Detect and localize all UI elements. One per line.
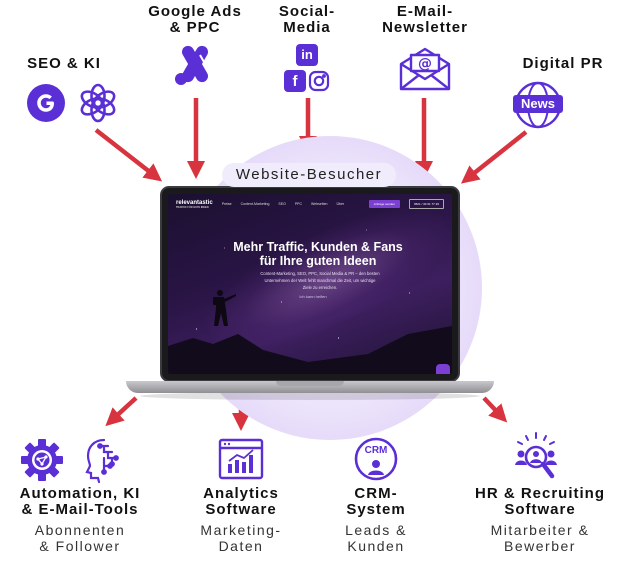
- label-social-line1: Social-: [278, 3, 336, 20]
- label-digital-pr: Digital PR: [522, 55, 604, 72]
- label-analytics-line2: Software: [205, 501, 277, 518]
- arrow-hr: [482, 396, 508, 423]
- screen-nav-seo[interactable]: SEO: [278, 202, 286, 206]
- label-crm-line1: CRM-: [354, 485, 398, 502]
- screen-cta-button[interactable]: Anfrage senden: [368, 200, 400, 208]
- screen-brand-tagline: TRAFFIC FÜR GUTE IDEEN: [176, 205, 209, 209]
- arrow-seo: [94, 128, 163, 182]
- crm-user-icon: CRM: [354, 437, 398, 481]
- google-ads-icon: [172, 42, 218, 88]
- laptop-screen: relevantastic TRAFFIC FÜR GUTE IDEEN Pre…: [168, 194, 452, 374]
- analytics-chart-icon: [218, 438, 264, 480]
- label-email-line2: Newsletter: [382, 19, 468, 36]
- label-hr-line1: HR & Recruiting: [474, 485, 605, 502]
- screen-nav-ueber[interactable]: Über: [336, 202, 345, 206]
- screen-subtext-line1: Content-Marketing, SEO, PPC, Social Medi…: [260, 271, 380, 276]
- sub-analytics-line1: Marketing-: [200, 522, 282, 538]
- google-g-icon: [26, 83, 66, 123]
- sub-analytics-line2: Daten: [218, 538, 264, 554]
- hiker-silhouette: [213, 290, 236, 326]
- screen-brand[interactable]: relevantastic TRAFFIC FÜR GUTE IDEEN: [176, 200, 213, 209]
- label-google-ads-line1: Google Ads: [148, 3, 242, 20]
- screen-headline-line2: für Ihre guten Ideen: [259, 254, 377, 268]
- screen-brand-name: relevantastic: [176, 199, 213, 206]
- label-automation-line2: & E-Mail-Tools: [21, 501, 139, 518]
- screen-nav-content[interactable]: Content-Marketing: [240, 202, 270, 206]
- screen-nav-ppc[interactable]: PPC: [294, 202, 303, 206]
- label-hr: HR & Recruiting Software: [460, 486, 620, 518]
- sub-crm-line2: Kunden: [347, 538, 405, 554]
- ai-head-icon: [82, 436, 126, 484]
- chat-bubble-icon[interactable]: [436, 364, 450, 374]
- laptop-base: [126, 381, 494, 393]
- label-analytics: Analytics Software: [186, 486, 296, 518]
- label-crm-line2: System: [346, 501, 406, 518]
- sub-hr: Mitarbeiter & Bewerber: [470, 522, 610, 554]
- sub-hr-line2: Bewerber: [504, 538, 576, 554]
- facebook-glyph: f: [292, 73, 298, 90]
- label-seo-ki: SEO & KI: [27, 55, 101, 72]
- label-social-line2: Media: [283, 19, 331, 36]
- label-social-media: Social- Media: [262, 4, 352, 36]
- crm-badge-text: CRM: [364, 445, 388, 456]
- screen-subtext-line3: Ziele zu erreichen.: [302, 285, 338, 290]
- linkedin-glyph: in: [301, 47, 313, 62]
- label-crm: CRM- System: [330, 486, 422, 518]
- openai-icon: [76, 81, 120, 125]
- screen-mountain: [168, 326, 452, 374]
- news-label: News: [521, 96, 555, 111]
- arrow-pr: [460, 130, 528, 184]
- sub-automation-line1: Abonnenten: [34, 522, 126, 538]
- sub-automation-line2: & Follower: [39, 538, 121, 554]
- screen-subtext-line2: Unternehmen der Welt fehlt manchmal die …: [264, 278, 376, 283]
- sub-crm: Leads & Kunden: [326, 522, 426, 554]
- sub-hr-line1: Mitarbeiter &: [490, 522, 590, 538]
- screen-phone-button[interactable]: 0521 / 30 61 77 26: [408, 199, 444, 209]
- label-hr-line2: Software: [504, 501, 576, 518]
- sub-crm-line1: Leads &: [345, 522, 407, 538]
- screen-nav-preise[interactable]: Preise: [221, 202, 232, 206]
- instagram-icon: [308, 70, 330, 92]
- screen-headline: Mehr Traffic, Kunden & Fans für Ihre gut…: [218, 240, 418, 268]
- facebook-icon: f: [284, 70, 306, 92]
- laptop-notch: [276, 381, 344, 386]
- laptop-shadow: [140, 392, 480, 400]
- sub-automation: Abonnenten & Follower: [14, 522, 146, 554]
- news-globe-icon: News: [512, 80, 564, 130]
- label-automation-line1: Automation, KI: [19, 485, 141, 502]
- label-google-ads-line2: & PPC: [169, 19, 221, 36]
- label-email-newsletter: E-Mail- Newsletter: [370, 4, 480, 36]
- sub-analytics: Marketing- Daten: [180, 522, 302, 554]
- laptop: relevantastic TRAFFIC FÜR GUTE IDEEN Pre…: [160, 186, 460, 382]
- linkedin-icon: in: [296, 44, 318, 66]
- recruiting-search-icon: [512, 432, 560, 482]
- label-email-line1: E-Mail-: [396, 3, 454, 20]
- svg-text:@: @: [418, 56, 432, 72]
- screen-nav-webseiten[interactable]: Webseiten: [311, 202, 328, 206]
- label-analytics-line1: Analytics: [203, 485, 279, 502]
- screen-headline-line1: Mehr Traffic, Kunden & Fans: [233, 240, 403, 254]
- screen-subtext: Content-Marketing, SEO, PPC, Social Medi…: [234, 270, 406, 291]
- screen-navbar: relevantastic TRAFFIC FÜR GUTE IDEEN Pre…: [168, 194, 452, 214]
- label-automation: Automation, KI & E-Mail-Tools: [2, 486, 158, 518]
- gear-network-icon: [20, 438, 64, 482]
- website-visitor-label: Website-Besucher: [222, 163, 396, 187]
- email-envelope-icon: @: [398, 46, 452, 92]
- screen-help-link[interactable]: Ich kann helfen: [299, 294, 327, 299]
- arrow-automation: [105, 396, 138, 427]
- label-google-ads: Google Ads & PPC: [130, 4, 260, 36]
